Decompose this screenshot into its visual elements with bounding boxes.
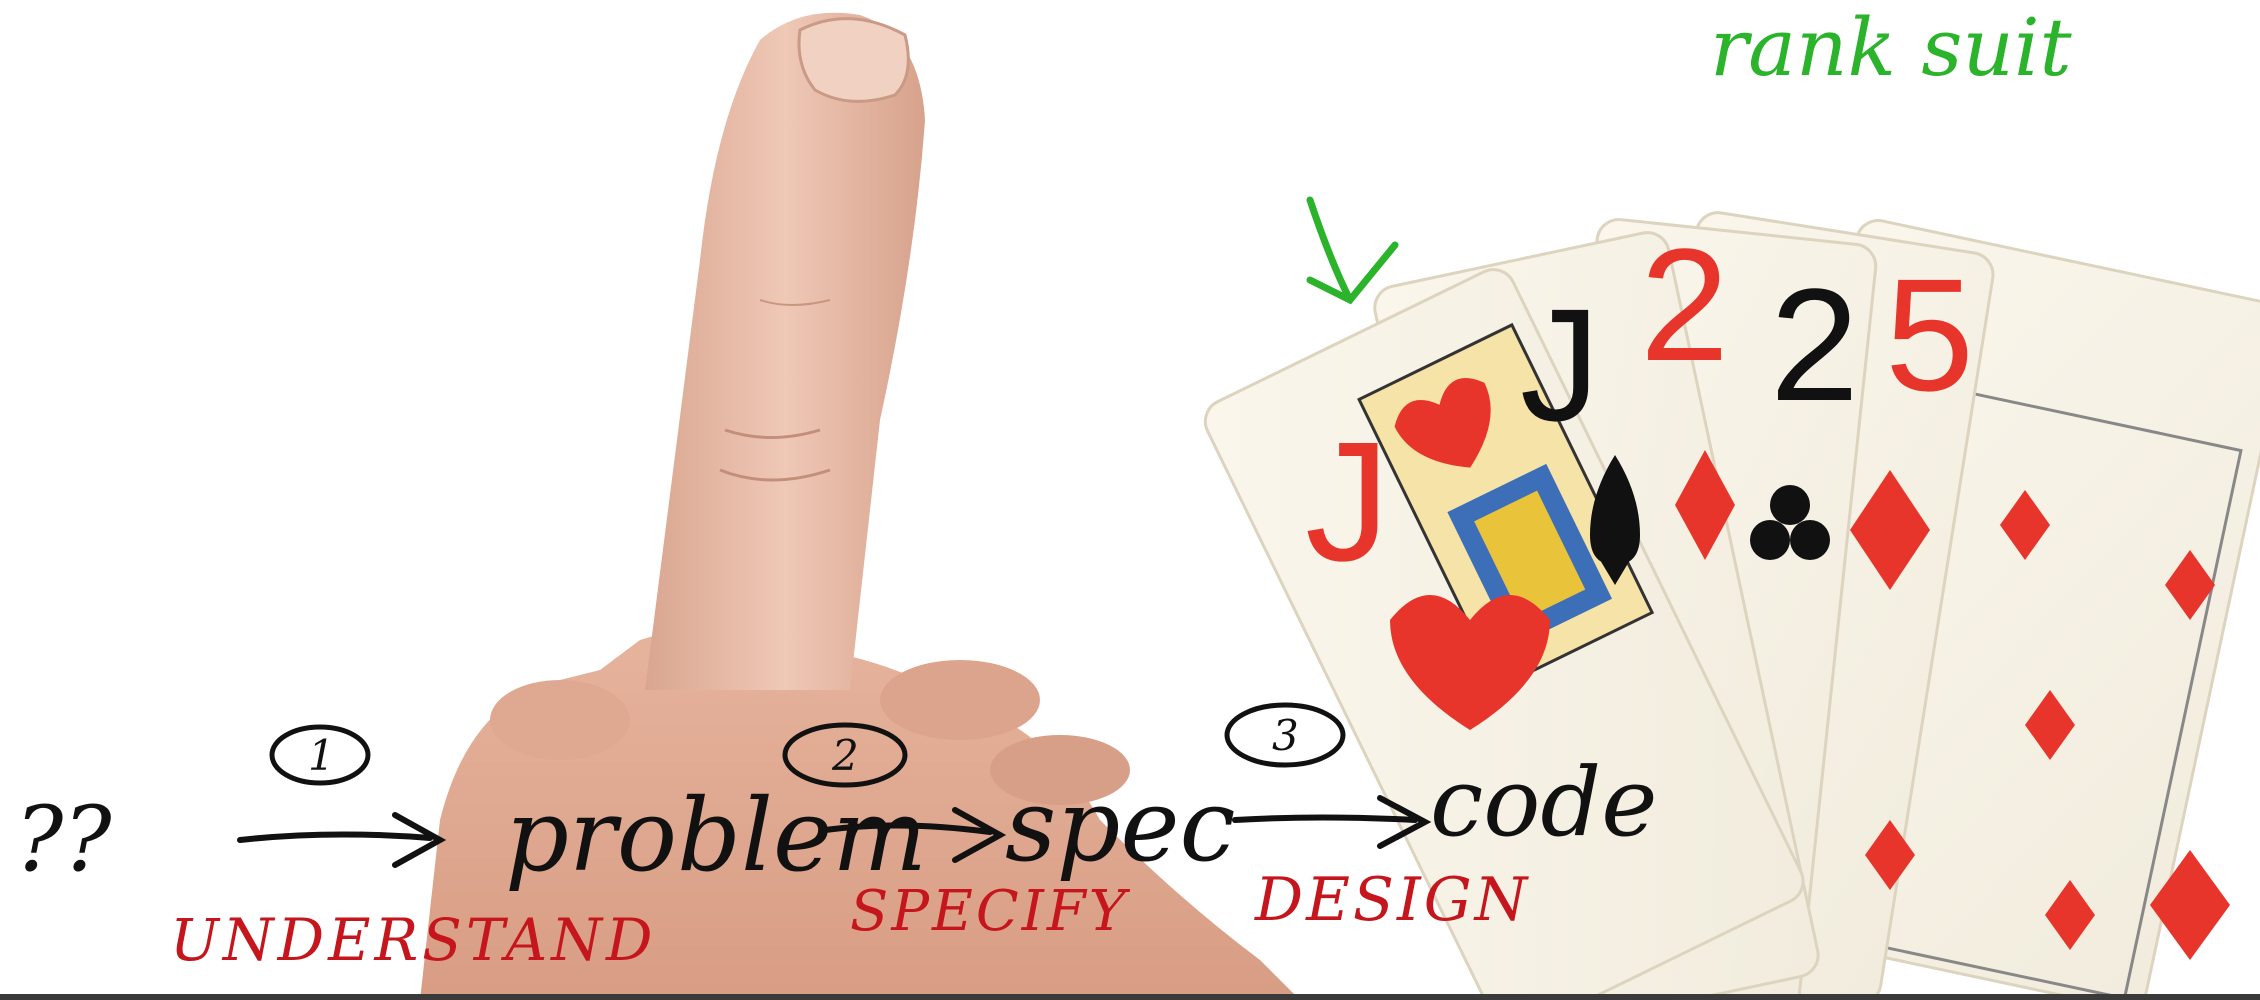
card-rank-label: 2 <box>1640 215 1729 394</box>
design-label: DESIGN <box>1254 865 1530 935</box>
card-rank-label: J <box>1305 407 1390 597</box>
problem-word: problem <box>505 777 927 894</box>
green-arrow-icon <box>1310 200 1395 300</box>
start-token: ?? <box>15 787 112 892</box>
frame-bottom-bar <box>0 994 2260 1000</box>
arrow-step-1 <box>240 815 440 865</box>
knuckle <box>490 680 630 760</box>
rank-suit-note: rank suit <box>1710 1 2073 94</box>
card-rank-label: 5 <box>1885 245 1974 424</box>
step-1-number: 1 <box>308 731 335 780</box>
understand-label: UNDERSTAND <box>170 906 657 974</box>
step-3-number: 3 <box>1272 711 1299 760</box>
spec-word: spec <box>1005 767 1236 884</box>
specify-label: SPECIFY <box>850 879 1131 944</box>
code-word: code <box>1430 748 1657 858</box>
hand-index-finger <box>645 13 925 690</box>
step-2-number: 2 <box>831 731 859 780</box>
arrow-step-3 <box>1235 798 1425 846</box>
club-suit-icon <box>1770 485 1810 525</box>
card-rank-label: J <box>1520 275 1600 454</box>
card-rank-label: 2 <box>1770 255 1859 434</box>
knuckle <box>880 660 1040 740</box>
hand-fingernail <box>799 19 908 102</box>
